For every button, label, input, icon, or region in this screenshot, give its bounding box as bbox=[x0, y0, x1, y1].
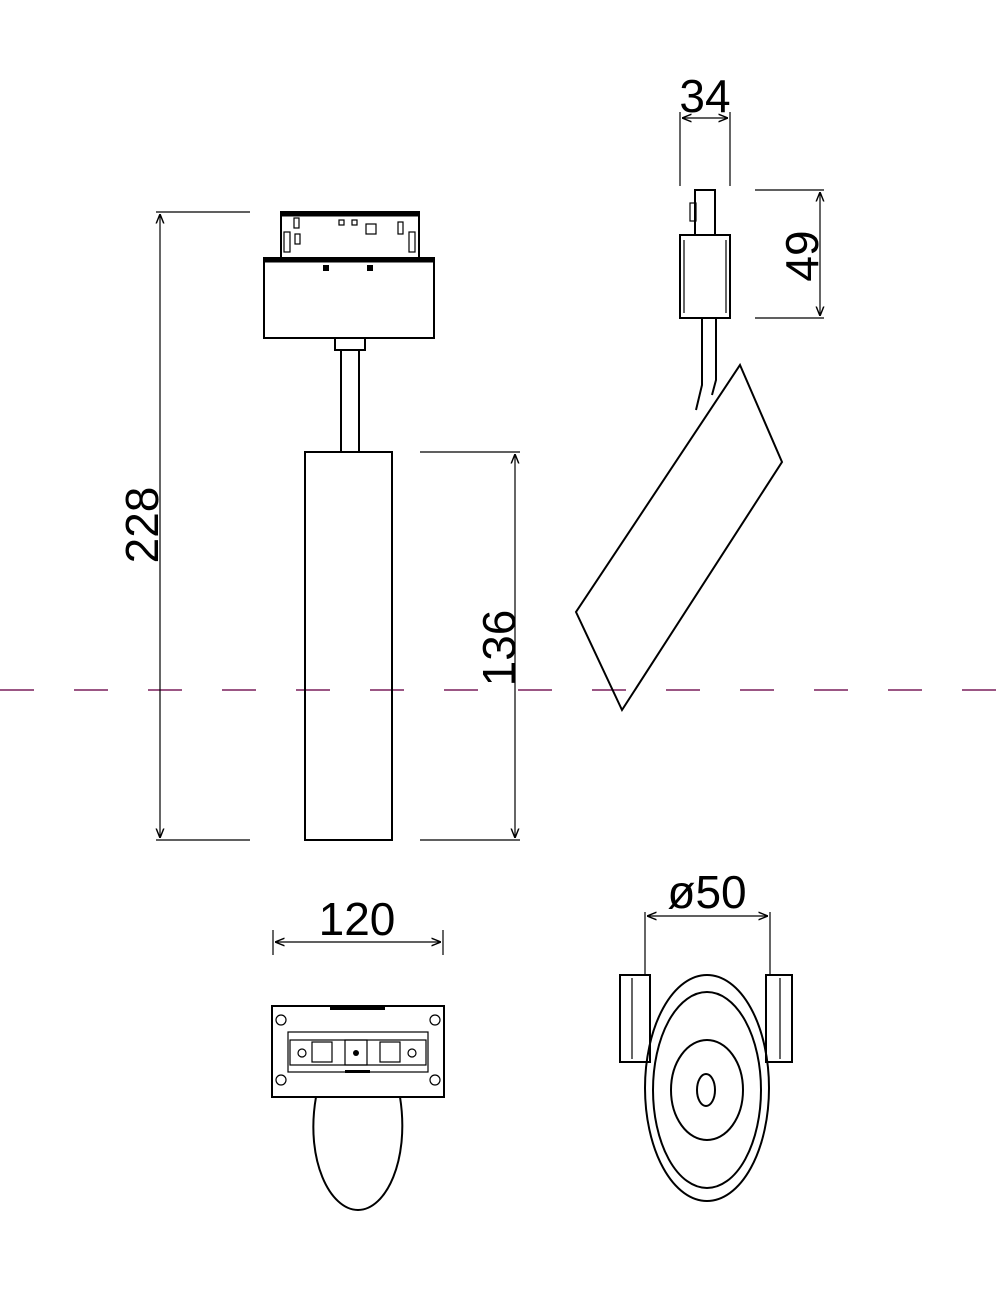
tilted-lamp-body bbox=[574, 362, 784, 713]
stem bbox=[340, 349, 360, 453]
dim-adapter-height: 49 bbox=[776, 230, 828, 281]
dim-body-height: 136 bbox=[473, 610, 525, 687]
front-view bbox=[263, 211, 435, 841]
top-view bbox=[271, 1005, 445, 1212]
bottom-view bbox=[619, 974, 793, 1202]
dim-total-height: 228 bbox=[116, 487, 168, 564]
dim-adapter-width: 34 bbox=[679, 70, 730, 122]
dim-track-width: 120 bbox=[319, 893, 396, 945]
lamp-body bbox=[304, 451, 393, 841]
track-adapter bbox=[263, 211, 435, 339]
dim-diameter: ø50 bbox=[667, 866, 746, 918]
side-view bbox=[574, 189, 784, 713]
